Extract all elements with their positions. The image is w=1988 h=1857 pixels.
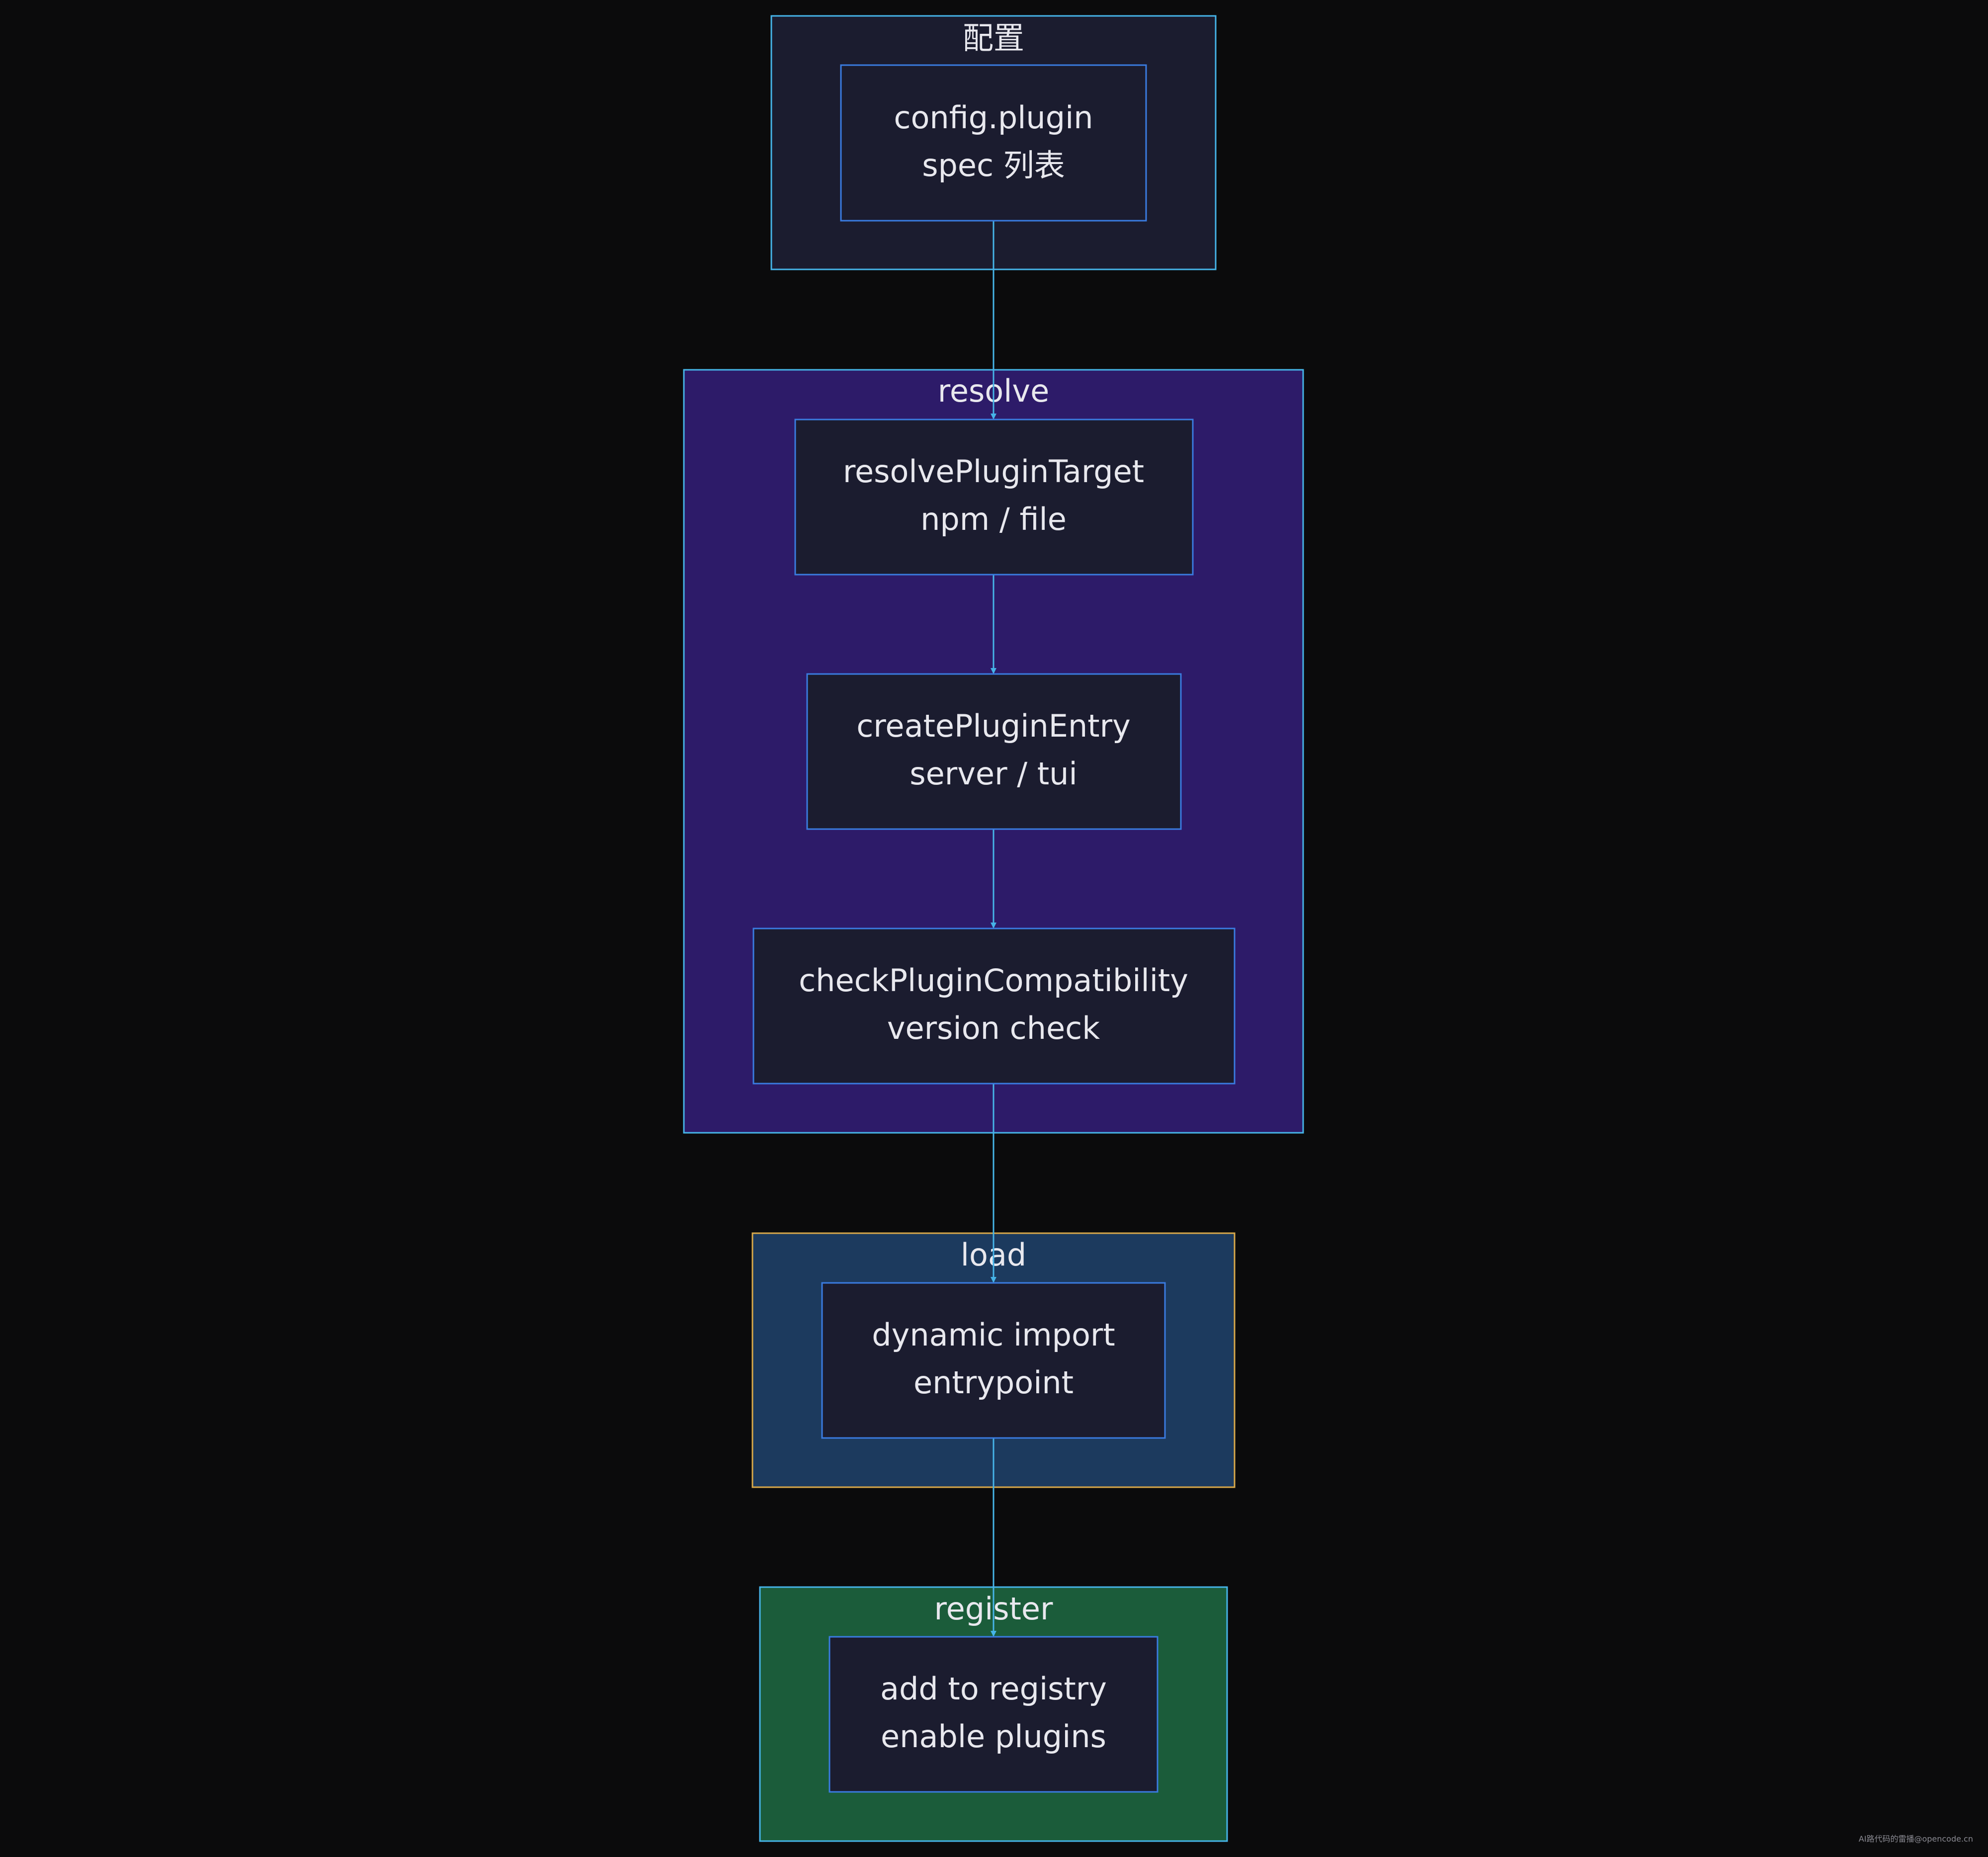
node-resolve-plugin-target[interactable]: resolvePluginTarget npm / file: [794, 419, 1194, 576]
node-add-to-registry-box: [828, 1636, 1159, 1793]
node-config-plugin-line1: config.plugin: [894, 99, 1093, 136]
node-create-plugin-entry-line2: server / tui: [910, 756, 1077, 792]
node-create-plugin-entry-box: [806, 673, 1182, 830]
node-add-to-registry-line2: enable plugins: [881, 1718, 1106, 1755]
node-create-plugin-entry[interactable]: createPluginEntry server / tui: [806, 673, 1182, 830]
node-dynamic-import-box: [821, 1282, 1166, 1439]
node-check-plugin-compatibility-line2: version check: [887, 1010, 1100, 1046]
node-add-to-registry[interactable]: add to registry enable plugins: [828, 1636, 1159, 1793]
watermark: AI路代码的雷播@opencode.cn: [1858, 1834, 1973, 1844]
node-check-plugin-compatibility-line1: checkPluginCompatibility: [799, 962, 1188, 999]
node-add-to-registry-line1: add to registry: [880, 1671, 1107, 1707]
node-check-plugin-compatibility[interactable]: checkPluginCompatibility version check: [752, 928, 1236, 1085]
cluster-config-title: 配置: [963, 20, 1024, 56]
node-resolve-plugin-target-box: [794, 419, 1194, 576]
node-resolve-plugin-target-line2: npm / file: [920, 501, 1067, 537]
node-config-plugin-line2: spec 列表: [922, 147, 1065, 183]
node-dynamic-import-line2: entrypoint: [913, 1364, 1074, 1401]
node-dynamic-import-line1: dynamic import: [872, 1317, 1115, 1353]
node-dynamic-import[interactable]: dynamic import entrypoint: [821, 1282, 1166, 1439]
node-check-plugin-compatibility-box: [752, 928, 1236, 1085]
node-config-plugin-box: [840, 64, 1147, 222]
node-resolve-plugin-target-line1: resolvePluginTarget: [843, 453, 1144, 490]
node-config-plugin[interactable]: config.plugin spec 列表: [840, 64, 1147, 222]
node-create-plugin-entry-line1: createPluginEntry: [856, 708, 1131, 744]
